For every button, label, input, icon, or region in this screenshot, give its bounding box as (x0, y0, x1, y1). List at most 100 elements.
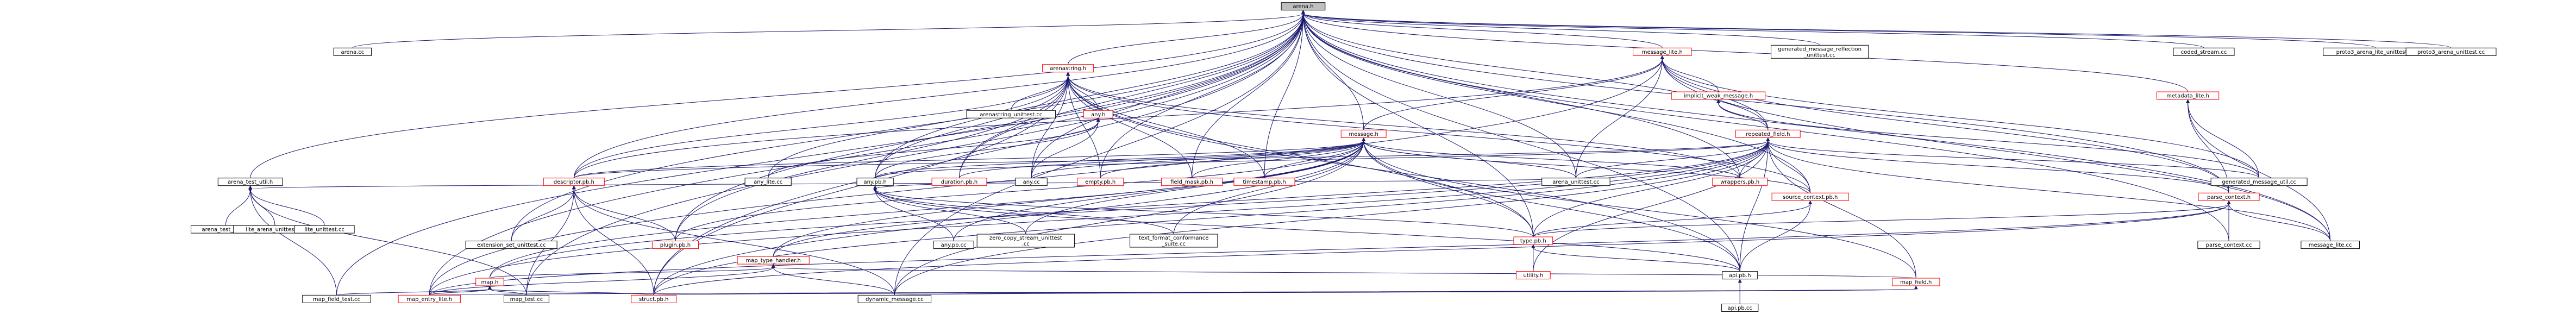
node-label: type.pb.h (1520, 239, 1546, 244)
edge (653, 286, 1918, 296)
node-box (651, 241, 699, 249)
node-box (1161, 178, 1223, 186)
node-arenastring-h[interactable]: arenastring.h (1042, 64, 1094, 73)
edge (336, 10, 1305, 296)
node-map-h[interactable]: map.h (475, 278, 504, 286)
edge (1766, 137, 1916, 279)
node-utility-h[interactable]: utility.h (1515, 271, 1551, 280)
edge (653, 137, 1366, 296)
edge-parse-context-h-to-map-entry-lite-h (429, 200, 2231, 296)
edge-arenastring-h-to-source-context-pb-h (1066, 72, 1811, 193)
edge-repeated-field-h-to-map-field-h (1766, 137, 1916, 279)
edge (953, 137, 1366, 241)
edge (487, 285, 527, 296)
edge (1066, 72, 1740, 178)
node-label: descriptor.pb.h (554, 179, 594, 185)
node-any-cc: any.cc (1015, 178, 1048, 186)
node-type-pb-h[interactable]: type.pb.h (1513, 236, 1553, 245)
node-dynamic-message-cc: dynamic_message.cc (857, 294, 932, 303)
edge-any-h-to-any-lite-cc (768, 117, 1100, 178)
edge-arena-h-to-extension-set-unittest-cc (511, 10, 1305, 241)
edge (573, 137, 1770, 179)
edge (573, 55, 1664, 178)
edge-repeated-field-h-to-map-type-handler-h (773, 137, 1770, 257)
node-label: plugin.pb.h (660, 242, 691, 248)
node-label: proto3_arena_lite_unittest.cc (2336, 49, 2415, 55)
node-wrappers-pb-h[interactable]: wrappers.pb.h (1712, 178, 1768, 186)
node-label: arena_test_util.h (228, 179, 273, 185)
node-box (1722, 271, 1758, 280)
node-box (2173, 47, 2235, 56)
edge (894, 137, 1366, 296)
node-box (1042, 64, 1094, 73)
node-generated-message-util-cc: generated_message_util.cc (2210, 178, 2308, 186)
node-parse-context-h[interactable]: parse_context.h (2198, 192, 2260, 201)
edge-message-lite-h-to-generated-message-util-cc (1660, 55, 2260, 178)
node-descriptor-pb-h[interactable]: descriptor.pb.h (543, 178, 605, 186)
edge-message-h-to-api-pb-h (1362, 137, 1740, 272)
edge (1301, 10, 1740, 272)
edge (526, 10, 1305, 296)
node-label: map_type_handler.h (746, 258, 801, 264)
edge-arenastring-h-to-duration-pb-h (959, 72, 1070, 178)
node-any-h[interactable]: any.h (1083, 110, 1113, 118)
node-struct-pb-h[interactable]: struct.pb.h (631, 294, 677, 303)
node-box (1233, 178, 1295, 186)
node-timestamp-pb-h[interactable]: timestamp.pb.h (1233, 178, 1295, 186)
edge (225, 185, 253, 226)
edge (1301, 10, 2331, 241)
node-message-lite-h[interactable]: message_lite.h (1632, 47, 1692, 56)
node-label: struct.pb.h (639, 297, 668, 303)
node-arenastring-unittest-cc: arenastring_unittest.cc (966, 110, 1056, 118)
edge-arena-h-to-any-pb-h (875, 10, 1305, 178)
edge (2186, 99, 2331, 241)
edge-parse-context-h-to-struct-pb-h (653, 200, 2231, 296)
edge (1716, 99, 2260, 178)
edge-arena-h-to-arena-unittest-cc (1301, 10, 1576, 178)
edge-message-h-to-any-pb-cc (953, 137, 1366, 241)
node-map-field-h[interactable]: map_field.h (1892, 278, 1940, 286)
edge-implicit-weak-message-h-to-generated-message-util-cc (1716, 99, 2260, 178)
node-box (1513, 236, 1553, 245)
node-label: repeated_field.h (1746, 131, 1790, 137)
node-zcs-unittest-cc: zero_copy_stream_unittest.cc (976, 234, 1075, 248)
edge (1066, 72, 1534, 237)
edge (894, 10, 1305, 296)
node-field-mask-pb-h[interactable]: field_mask.pb.h (1161, 178, 1223, 186)
node-map-entry-lite-h[interactable]: map_entry_lite.h (398, 294, 461, 303)
node-coded-stream-cc: coded_stream.cc (2173, 47, 2235, 56)
edge (768, 117, 1100, 178)
node-map-type-handler-h[interactable]: map_type_handler.h (737, 256, 810, 265)
edge (653, 200, 2231, 296)
edge-descriptor-pb-h-to-plugin-pb-h (572, 185, 676, 241)
node-label: api.pb.h (1729, 273, 1751, 279)
node-metadata-lite-h[interactable]: metadata_lite.h (2156, 91, 2220, 100)
edge-arena-h-to-metadata-lite-h (1301, 10, 2189, 92)
node-arena-h: arena.h (1281, 2, 1326, 11)
node-message-h[interactable]: message.h (1340, 129, 1387, 138)
node-implicit-weak-message-h[interactable]: implicit_weak_message.h (1671, 91, 1766, 100)
edge (873, 185, 1026, 235)
node-duration-pb-h[interactable]: duration.pb.h (931, 178, 987, 186)
edge (1739, 200, 1813, 272)
node-empty-pb-h[interactable]: empty.pb.h (1077, 178, 1124, 186)
edge-arena-h-to-wrappers-pb-h (1301, 10, 1740, 178)
node-repeated-field-h[interactable]: repeated_field.h (1735, 129, 1801, 138)
node-plugin-pb-h[interactable]: plugin.pb.h (651, 241, 699, 249)
node-source-context-pb-h[interactable]: source_context.pb.h (1771, 192, 1849, 201)
node-extension-set-unittest-cc: extension_set_unittest.cc (465, 241, 557, 249)
edge (1660, 55, 2260, 178)
edge (873, 185, 1740, 272)
edge (1766, 137, 2331, 241)
edge (959, 72, 1070, 178)
node-label: map_test.cc (510, 297, 543, 303)
node-label: timestamp.pb.h (1243, 179, 1286, 185)
edge (1301, 10, 1820, 46)
node-label: lite_unittest.cc (305, 227, 344, 233)
node-arena-cc: arena.cc (333, 47, 372, 56)
node-label: wrappers.pb.h (1720, 179, 1759, 185)
edge-arena-h-to-proto3-arena-unittest-cc (1301, 10, 2452, 48)
node-generated-message-reflection-unittest-cc: generated_message_reflection_unittest.cc (1771, 45, 1869, 59)
edge (1301, 10, 2376, 48)
node-box (1083, 110, 1113, 118)
